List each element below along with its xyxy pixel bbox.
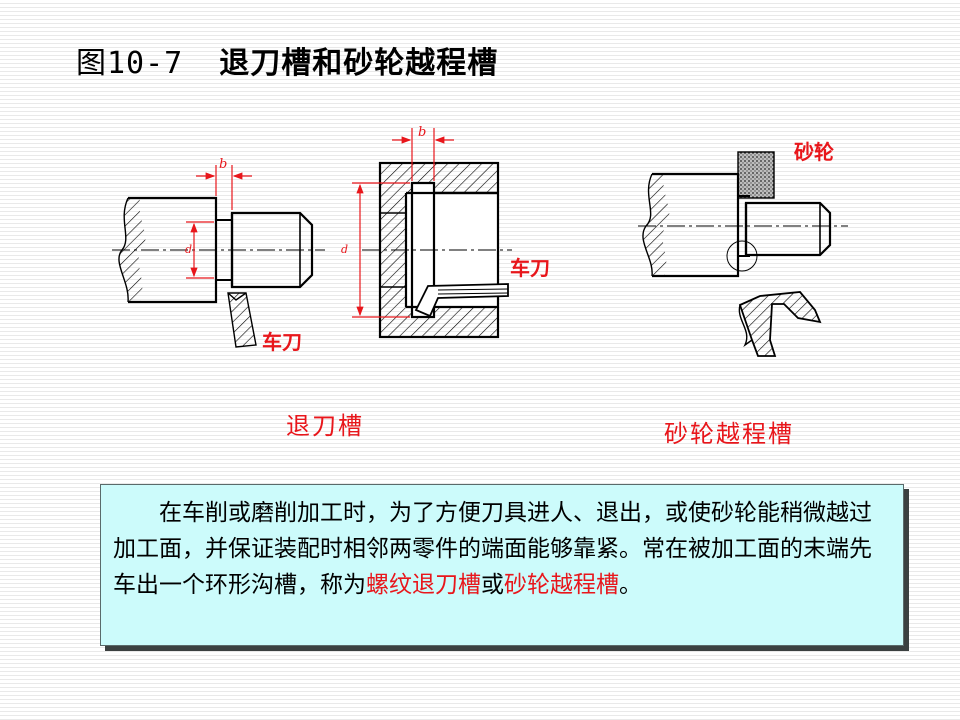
left-dimensions: [186, 165, 252, 279]
caption-grinding-relief: 砂轮越程槽: [664, 420, 794, 448]
label-grinding-wheel: 砂轮: [794, 140, 834, 164]
description-box: 在车削或磨削加工时，为了方便刀具进人、退出，或使砂轮能稍微越过加工面，并保证装配…: [100, 484, 904, 646]
middle-dim-b: b: [418, 125, 426, 140]
description-paragraph: 在车削或磨削加工时，为了方便刀具进人、退出，或使砂轮能稍微越过加工面，并保证装配…: [113, 495, 893, 603]
left-dim-b: b: [219, 157, 227, 172]
title-text: 退刀槽和砂轮越程槽: [219, 46, 499, 81]
description-text: 在车削或磨削加工时，为了方便刀具进人、退出，或使砂轮能稍微越过加工面，并保证装配…: [113, 500, 872, 598]
highlight-grinding-relief: 砂轮越程槽: [504, 572, 619, 598]
label-tool-left: 车刀: [262, 330, 302, 354]
left-drawing: [118, 196, 314, 348]
label-tool-middle: 车刀: [510, 256, 550, 280]
middle-dim-d: d: [341, 243, 348, 256]
right-drawing: [642, 151, 832, 357]
caption-undercut: 退刀槽: [286, 412, 364, 440]
description-connector: 或: [481, 572, 504, 598]
highlight-thread-undercut: 螺纹退刀槽: [366, 572, 481, 598]
figure-number: 图10-7: [76, 46, 184, 81]
middle-dimensions: [352, 128, 454, 318]
description-ending: 。: [619, 572, 642, 598]
left-dim-d: d: [185, 243, 192, 256]
slide-title: 图10-7 退刀槽和砂轮越程槽: [76, 38, 498, 82]
